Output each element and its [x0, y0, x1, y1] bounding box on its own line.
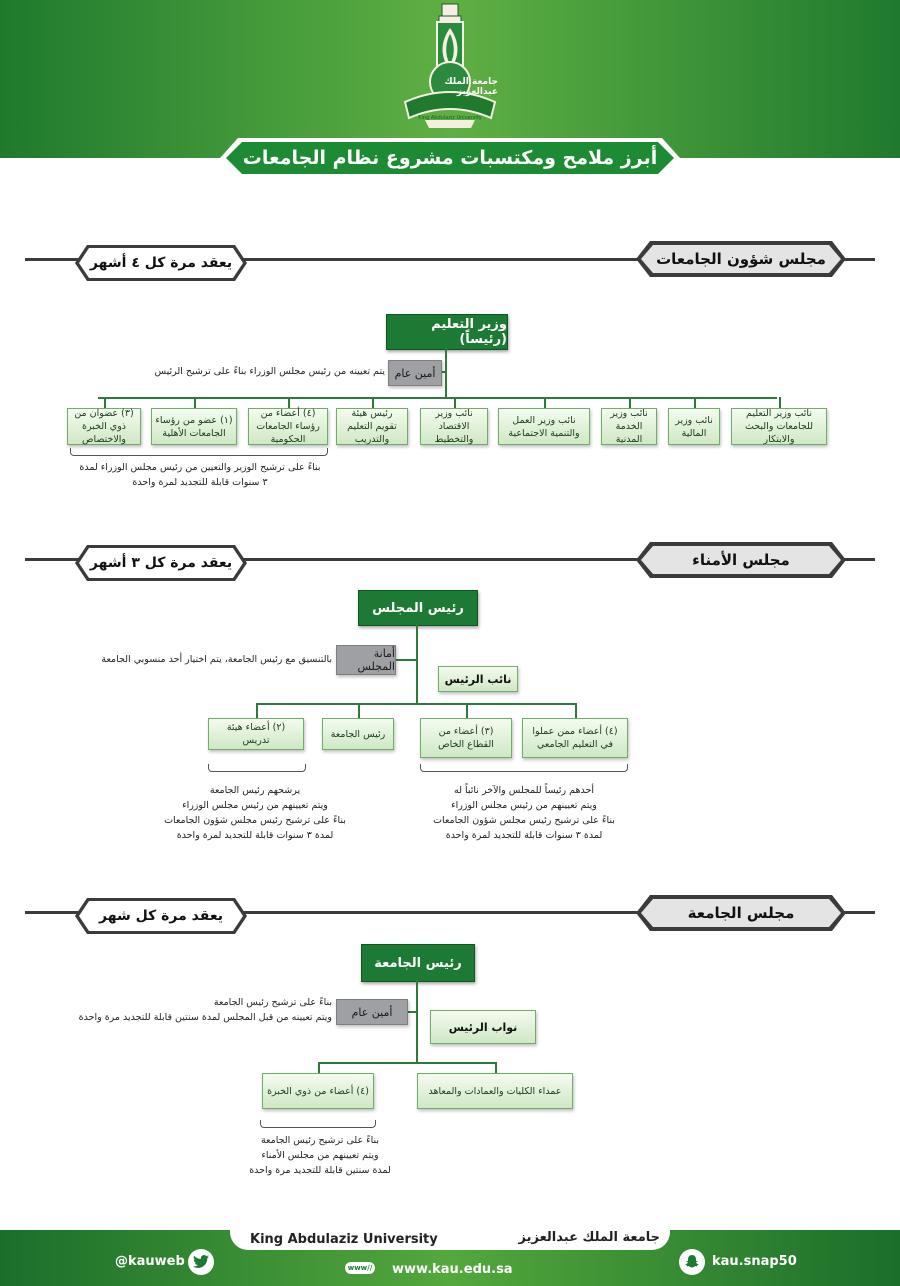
logo-subtext: King Abdulaziz University: [418, 115, 482, 121]
www-icon: www//: [345, 1262, 375, 1274]
member-box: (٢) أعضاء هيئة تدريس: [208, 718, 304, 750]
member-box: رئيس هيئة تقويم التعليم والتدريب: [336, 408, 408, 445]
member-box: (٤) أعضاء ممن عملوا في التعليم الجامعي: [522, 718, 628, 758]
connector-line: [694, 397, 696, 409]
connector-line: [256, 703, 576, 705]
council-head-box: وزير التعليم (رئيساً): [386, 314, 508, 350]
members-note-line: ٣ سنوات قابلة للتجديد لمرة واحدة: [132, 477, 268, 488]
members-note-line: ويتم تعيينهم من مجلس الأمناء: [261, 1150, 379, 1161]
connector-line: [495, 1062, 497, 1074]
council-head-box: رئيس الجامعة: [361, 944, 475, 982]
connector-line: [416, 980, 418, 1062]
connector-line: [288, 397, 290, 409]
members-note-line: ويتم تعيينهم من رئيس مجلس الوزراء: [451, 800, 597, 811]
connector-line: [318, 1062, 320, 1074]
member-box: (١) عضو من رؤساء الجامعات الأهلية: [151, 408, 237, 445]
members-note-line: يرشحهم رئيس الجامعة: [209, 785, 301, 796]
secretary-note: يتم تعيينه من رئيس مجلس الوزراء بناءً عل…: [154, 366, 385, 377]
members-note-line: بناءً على ترشيح الوزير والتعيين من رئيس …: [79, 462, 321, 473]
member-box: نائب وزير التعليم للجامعات والبحث والابت…: [731, 408, 827, 445]
deputy-box: نائب الرئيس: [438, 666, 518, 692]
section-label: مجلس الأمناء: [692, 551, 790, 569]
connector-line: [445, 348, 447, 398]
logo-text: جامعة الملك عبدالعزيز: [444, 77, 498, 97]
grouping-brace: [208, 764, 306, 772]
secretary-note-line: ويتم تعيينه من قبل المجلس لمدة سنتين قاب…: [78, 1012, 332, 1023]
section-divider: [25, 558, 875, 561]
secretary-note: بالتنسيق مع رئيس الجامعة، يتم اختيار أحد…: [101, 654, 332, 665]
member-box: (٣) أعضاء من القطاع الخاص: [420, 718, 512, 758]
members-note-line: أحدهم رئيساً للمجلس والآخر نائباً له: [453, 785, 594, 796]
grouping-brace: [260, 1120, 376, 1128]
footer-tab: [230, 1228, 670, 1250]
twitter-handle[interactable]: @kauweb: [115, 1254, 185, 1269]
member-box: رئيس الجامعة: [322, 718, 394, 750]
members-note-line: لمدة ٣ سنوات قابلة للتجديد لمرة واحدة: [445, 830, 603, 841]
page-title: أبرز ملامح ومكتسبات مشروع نظام الجامعات: [242, 147, 658, 169]
section-label: مجلس الجامعة: [687, 904, 795, 922]
connector-line: [358, 703, 360, 719]
grouping-brace: [420, 764, 628, 772]
members-note-line: لمدة سنتين قابلة للتجديد مرة واحدة: [249, 1165, 391, 1176]
section-label-shape: [636, 895, 846, 931]
member-box: نائب وزير العمل والتنمية الاجتماعية: [498, 408, 590, 445]
section-label-shape: [636, 241, 846, 277]
section-label: مجلس شؤون الجامعات: [656, 250, 826, 268]
title-banner: [220, 138, 680, 178]
connector-line: [318, 1062, 496, 1064]
section-divider: [25, 258, 875, 261]
snapchat-icon[interactable]: [679, 1249, 705, 1275]
footer-name-ar: جامعة الملك عبدالعزيز: [518, 1230, 660, 1245]
members-note-line: لمدة ٣ سنوات قابلة للتجديد لمرة واحدة: [176, 830, 334, 841]
connector-line: [544, 397, 546, 409]
frequency-shape: [75, 898, 247, 934]
member-box: (٣) عضوان من ذوي الخبرة والاختصاص: [67, 408, 141, 445]
member-box: نائب وزير الاقتصاد والتخطيط: [420, 408, 488, 445]
connector-line: [454, 397, 456, 409]
connector-line: [98, 397, 777, 399]
connector-line: [779, 397, 781, 409]
members-note-line: بناءً على ترشيح رئيس مجلس شؤون الجامعات: [164, 815, 346, 826]
members-note-line: بناءً على ترشيح رئيس مجلس شؤون الجامعات: [433, 815, 615, 826]
connector-line: [575, 703, 577, 719]
connector-line: [104, 397, 106, 409]
member-box: نائب وزير المالية: [668, 408, 720, 445]
secretary-note-line: بناءً على ترشيح رئيس الجامعة: [213, 997, 332, 1008]
website-link[interactable]: www.kau.edu.sa: [392, 1262, 513, 1277]
university-logo: [395, 2, 505, 130]
snapchat-handle[interactable]: kau.snap50: [712, 1254, 797, 1269]
section-label-shape: [636, 542, 846, 578]
connector-line: [394, 659, 418, 661]
connector-line: [406, 1011, 418, 1013]
frequency-text: يعقد مرة كل شهر: [99, 908, 223, 924]
connector-line: [372, 397, 374, 409]
frequency-shape: [75, 545, 247, 581]
council-head-box: رئيس المجلس: [358, 590, 478, 626]
member-box: (٤) أعضاء من ذوي الخبرة: [262, 1073, 374, 1109]
section-divider: [25, 911, 875, 914]
connector-line: [629, 397, 631, 409]
frequency-shape: [75, 245, 247, 281]
footer-name-en: King Abdulaziz University: [250, 1232, 438, 1247]
frequency-text: يعقد مرة كل ٤ أشهر: [89, 255, 233, 271]
connector-line: [256, 703, 258, 719]
members-note-line: بناءً على ترشيح رئيس الجامعة: [260, 1135, 380, 1146]
secretary-box: أمانة المجلس: [336, 645, 396, 675]
twitter-icon[interactable]: [188, 1249, 214, 1275]
connector-line: [466, 703, 468, 719]
connector-line: [194, 397, 196, 409]
grouping-brace: [70, 448, 328, 456]
member-box: نائب وزير الخدمة المدنية: [601, 408, 657, 445]
secretary-box: أمين عام: [336, 999, 408, 1025]
members-note-line: ويتم تعيينهم من رئيس مجلس الوزراء: [182, 800, 328, 811]
connector-line: [416, 624, 418, 690]
member-box: عمداء الكليات والعمادات والمعاهد: [417, 1073, 573, 1109]
connector-line: [416, 690, 418, 704]
frequency-text: يعقد مرة كل ٣ أشهر: [89, 555, 233, 571]
deputy-box: نواب الرئيس: [430, 1010, 536, 1044]
secretary-box: أمين عام: [388, 360, 442, 386]
member-box: (٤) أعضاء من رؤساء الجامعات الحكومية: [248, 408, 328, 445]
